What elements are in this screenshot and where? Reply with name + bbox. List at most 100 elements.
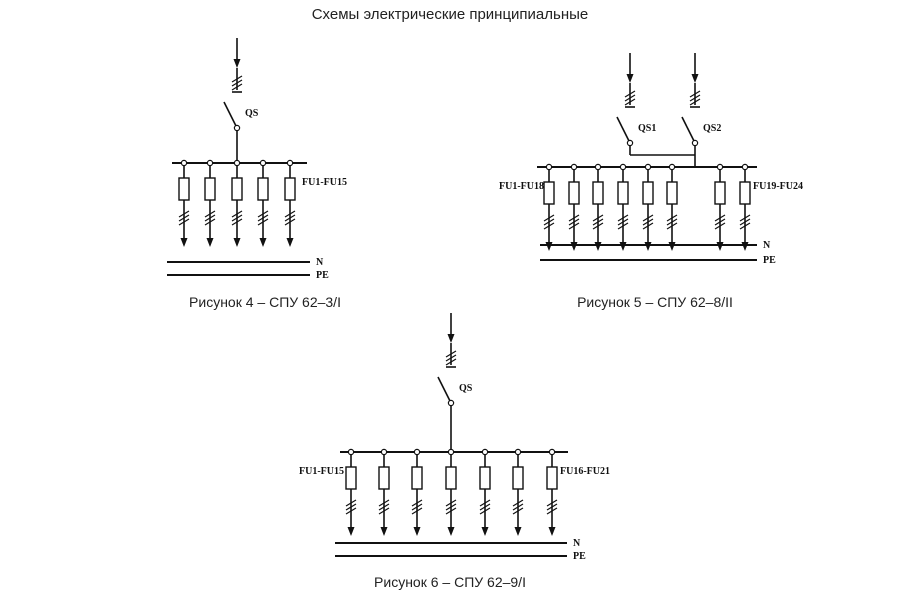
phase-mark [543, 214, 555, 222]
terminal-dot [716, 163, 724, 171]
three-phase-marks [624, 90, 636, 106]
diagram-label: N [316, 257, 324, 268]
three-phase-marks [411, 499, 423, 515]
arrow-head [481, 527, 489, 536]
terminal-dot [594, 163, 602, 171]
arrow-head [286, 238, 294, 247]
phase-mark [284, 214, 296, 222]
phase-mark [479, 503, 491, 511]
arrow-head [716, 242, 724, 251]
outgoing-branch [546, 448, 558, 536]
phase-mark [345, 499, 357, 507]
fuse [178, 177, 190, 201]
phase-mark [739, 222, 751, 230]
outgoing-branch [739, 163, 751, 251]
three-phase-marks [178, 210, 190, 226]
incoming-feeder: QS [223, 38, 259, 163]
phase-mark [231, 210, 243, 218]
phase-mark [624, 90, 636, 98]
phase-mark [345, 507, 357, 515]
three-phase-marks [689, 90, 701, 106]
phase-mark [204, 214, 216, 222]
phase-mark [512, 499, 524, 507]
fuse [546, 466, 558, 490]
phase-mark [284, 218, 296, 226]
phase-mark [257, 214, 269, 222]
arrow-head [741, 242, 749, 251]
outgoing-branch [257, 159, 269, 247]
page-title: Схемы электрические принципиальные [311, 6, 589, 23]
phase-mark [666, 214, 678, 222]
phase-mark [624, 94, 636, 102]
three-phase-marks [568, 214, 580, 230]
terminal-dot [259, 159, 267, 167]
phase-mark [178, 214, 190, 222]
terminal-dot [514, 448, 522, 456]
three-phase-marks [543, 214, 555, 230]
phase-mark [284, 210, 296, 218]
phase-mark [445, 499, 457, 507]
outgoing-branch [231, 159, 243, 247]
arrow-head [619, 242, 627, 251]
terminal-dot [206, 159, 214, 167]
diagram-label: PE [763, 255, 776, 266]
phase-mark [617, 222, 629, 230]
three-phase-marks [546, 499, 558, 515]
phase-mark [546, 507, 558, 515]
outgoing-branch [204, 159, 216, 247]
diagram-label: FU1-FU15 [302, 177, 347, 188]
diagram-label: QS2 [703, 123, 721, 134]
three-phase-marks [445, 499, 457, 515]
arrow-head [570, 242, 578, 251]
phase-mark [257, 210, 269, 218]
fuse [411, 466, 423, 490]
outgoing-branch [592, 163, 604, 251]
phase-mark [568, 214, 580, 222]
phase-mark [411, 507, 423, 515]
terminal-dot [741, 163, 749, 171]
phase-mark [592, 214, 604, 222]
phase-mark [546, 503, 558, 511]
fuse [739, 181, 751, 205]
phase-mark [378, 507, 390, 515]
three-phase-marks [642, 214, 654, 230]
fuse [543, 181, 555, 205]
terminal-dot [413, 448, 421, 456]
diagram-label: PE [316, 270, 329, 281]
three-phase-marks [592, 214, 604, 230]
arrow-head [447, 334, 455, 343]
outgoing-branch [642, 163, 654, 251]
phase-mark [204, 218, 216, 226]
phase-mark [739, 214, 751, 222]
phase-mark [512, 507, 524, 515]
three-phase-marks [445, 350, 457, 366]
phase-mark [739, 218, 751, 226]
arrow-head [548, 527, 556, 536]
three-phase-marks [739, 214, 751, 230]
phase-mark [445, 354, 457, 362]
terminal-dot [380, 448, 388, 456]
arrow-head [347, 527, 355, 536]
incoming-feeder: QS [437, 313, 473, 452]
phase-mark [689, 90, 701, 98]
phase-mark [714, 218, 726, 226]
terminal-dot [545, 163, 553, 171]
diagram-label: QS [459, 383, 473, 394]
three-phase-marks [231, 75, 243, 91]
three-phase-marks [479, 499, 491, 515]
three-phase-marks [284, 210, 296, 226]
diagram-label: QS [245, 108, 259, 119]
n-pe-conductors: N PE [167, 257, 329, 281]
outgoing-branch [178, 159, 190, 247]
three-phase-marks [204, 210, 216, 226]
diagram-label: FU16-FU21 [560, 466, 610, 477]
fuse [642, 181, 654, 205]
arrow-head [413, 527, 421, 536]
phase-mark [445, 503, 457, 511]
terminal-dot [619, 163, 627, 171]
n-pe-conductors: NPE [335, 538, 586, 562]
fuse [512, 466, 524, 490]
